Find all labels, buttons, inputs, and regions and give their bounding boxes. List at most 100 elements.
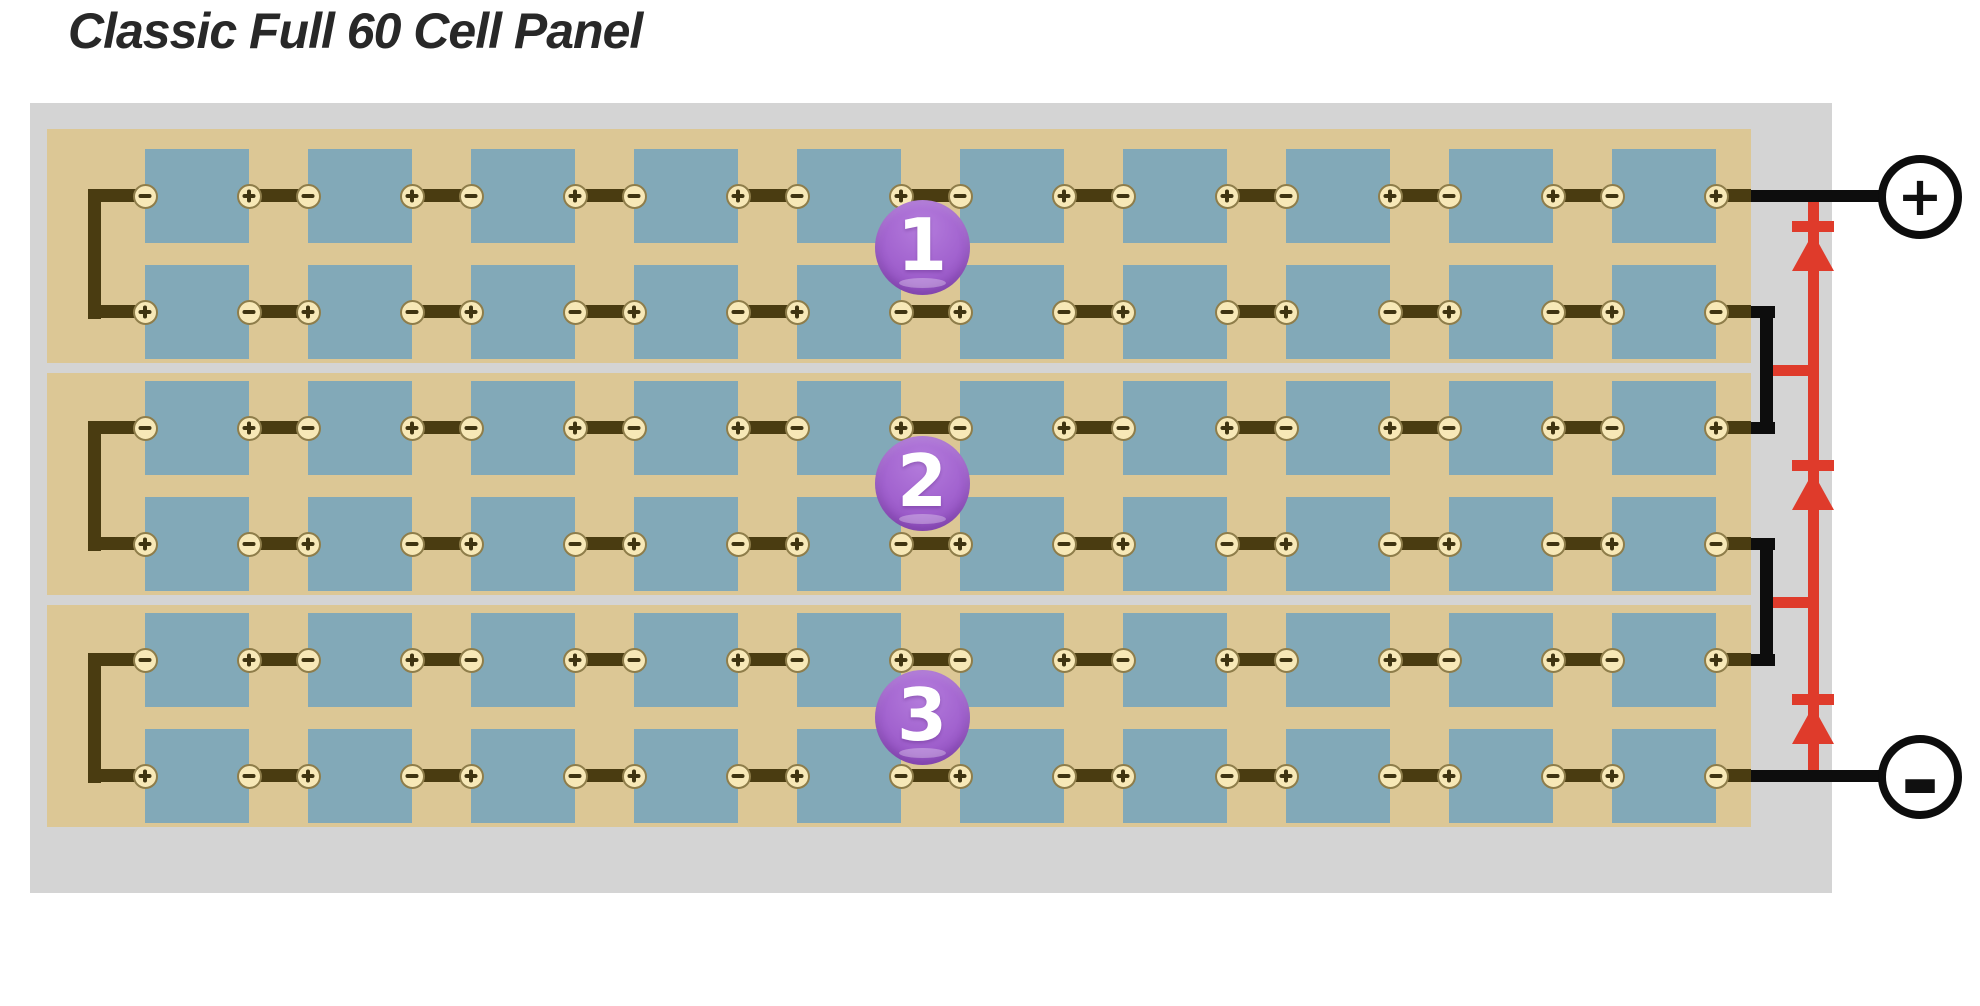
solar-cell — [308, 729, 412, 823]
cell-terminal-plus — [1110, 763, 1136, 789]
cell-terminal-plus — [1110, 299, 1136, 325]
plus-symbol-vertical-bar — [1121, 769, 1125, 783]
cell-terminal-plus — [1540, 183, 1566, 209]
cell-interconnect-wire — [1064, 769, 1123, 782]
cell-interconnect-wire — [738, 305, 797, 318]
plus-symbol-vertical-bar — [1062, 189, 1066, 203]
cell-terminal-plus — [458, 299, 484, 325]
solar-cell — [1286, 613, 1390, 707]
cell-terminal-plus — [1051, 647, 1077, 673]
cell-terminal-minus — [1110, 415, 1136, 441]
negative-terminal: - — [1878, 733, 1962, 829]
diode-3-arrow — [1792, 706, 1834, 744]
cell-interconnect-wire — [1390, 653, 1449, 666]
cell-terminal-minus — [1540, 531, 1566, 557]
solar-cell — [308, 381, 412, 475]
minus-symbol — [731, 310, 745, 314]
minus-symbol — [405, 774, 419, 778]
cell-terminal-minus — [621, 415, 647, 441]
cell-terminal-minus — [1051, 763, 1077, 789]
cell-interconnect-wire — [738, 769, 797, 782]
plus-symbol-vertical-bar — [1610, 769, 1614, 783]
plus-symbol-vertical-bar — [1447, 305, 1451, 319]
solar-cell — [471, 613, 575, 707]
plus-symbol-vertical-bar — [410, 653, 414, 667]
cell-terminal-minus — [458, 647, 484, 673]
cell-terminal-minus — [458, 183, 484, 209]
cell-terminal-plus — [888, 415, 914, 441]
cell-terminal-plus — [562, 415, 588, 441]
solar-cell — [1449, 149, 1553, 243]
cell-terminal-plus — [621, 299, 647, 325]
substring-junction-wire-2 — [1751, 654, 1775, 666]
cell-terminal-minus — [1703, 299, 1729, 325]
solar-cell — [1286, 497, 1390, 591]
cell-terminal-minus — [784, 415, 810, 441]
plus-symbol-vertical-bar — [1714, 653, 1718, 667]
plus-symbol-vertical-bar — [247, 421, 251, 435]
solar-cell — [634, 613, 738, 707]
cell-terminal-minus — [399, 763, 425, 789]
cell-terminal-plus — [1436, 531, 1462, 557]
diode-2-cathode-bar — [1792, 460, 1834, 471]
cell-interconnect-wire — [575, 537, 634, 550]
cell-interconnect-wire — [249, 537, 308, 550]
cell-terminal-plus — [295, 299, 321, 325]
minus-terminal-symbol: - — [1900, 725, 1940, 837]
cell-terminal-minus — [1703, 531, 1729, 557]
minus-symbol — [1057, 542, 1071, 546]
minus-symbol — [464, 426, 478, 430]
plus-symbol-vertical-bar — [1714, 421, 1718, 435]
diode-1-cathode-bar — [1792, 221, 1834, 232]
cell-terminal-plus — [947, 763, 973, 789]
minus-symbol — [1279, 658, 1293, 662]
plus-symbol-vertical-bar — [1225, 421, 1229, 435]
minus-symbol — [1709, 310, 1723, 314]
cell-terminal-plus — [132, 763, 158, 789]
solar-cell — [1612, 381, 1716, 475]
plus-symbol-vertical-bar — [632, 769, 636, 783]
cell-terminal-minus — [562, 531, 588, 557]
cell-interconnect-wire — [1227, 769, 1286, 782]
solar-cell — [797, 497, 901, 591]
cell-terminal-minus — [947, 415, 973, 441]
cell-terminal-minus — [236, 531, 262, 557]
cell-terminal-minus — [888, 763, 914, 789]
diode-1-arrow — [1792, 233, 1834, 271]
cell-interconnect-wire — [1553, 537, 1612, 550]
cell-interconnect-wire — [1390, 189, 1449, 202]
cell-interconnect-wire — [1390, 305, 1449, 318]
cell-terminal-plus — [621, 763, 647, 789]
cell-terminal-plus — [1110, 531, 1136, 557]
plus-symbol-vertical-bar — [1551, 421, 1555, 435]
plus-symbol-vertical-bar — [958, 769, 962, 783]
cell-terminal-plus — [1599, 531, 1625, 557]
cell-terminal-plus — [725, 647, 751, 673]
cell-interconnect-wire — [575, 653, 634, 666]
minus-symbol — [894, 542, 908, 546]
cell-interconnect-wire — [249, 653, 308, 666]
solar-cell — [960, 497, 1064, 591]
plus-symbol-vertical-bar — [573, 189, 577, 203]
cell-interconnect-wire — [412, 421, 471, 434]
cell-terminal-minus — [132, 183, 158, 209]
cell-terminal-plus — [236, 647, 262, 673]
serpentine-wire-vertical — [88, 189, 101, 319]
cell-terminal-plus — [1214, 183, 1240, 209]
minus-symbol — [301, 426, 315, 430]
cell-terminal-plus — [1273, 299, 1299, 325]
solar-cell — [471, 729, 575, 823]
cell-terminal-plus — [1703, 415, 1729, 441]
positive-terminal: + — [1878, 155, 1962, 239]
minus-symbol — [894, 774, 908, 778]
minus-symbol — [1220, 542, 1234, 546]
solar-cell — [797, 265, 901, 359]
cell-terminal-plus — [1214, 415, 1240, 441]
cell-interconnect-wire — [1553, 305, 1612, 318]
substring-junction-wire-1 — [1751, 422, 1775, 434]
cell-interconnect-wire — [575, 769, 634, 782]
plus-symbol-vertical-bar — [736, 421, 740, 435]
plus-symbol-vertical-bar — [632, 305, 636, 319]
solar-cell — [1123, 729, 1227, 823]
solar-cell — [471, 381, 575, 475]
